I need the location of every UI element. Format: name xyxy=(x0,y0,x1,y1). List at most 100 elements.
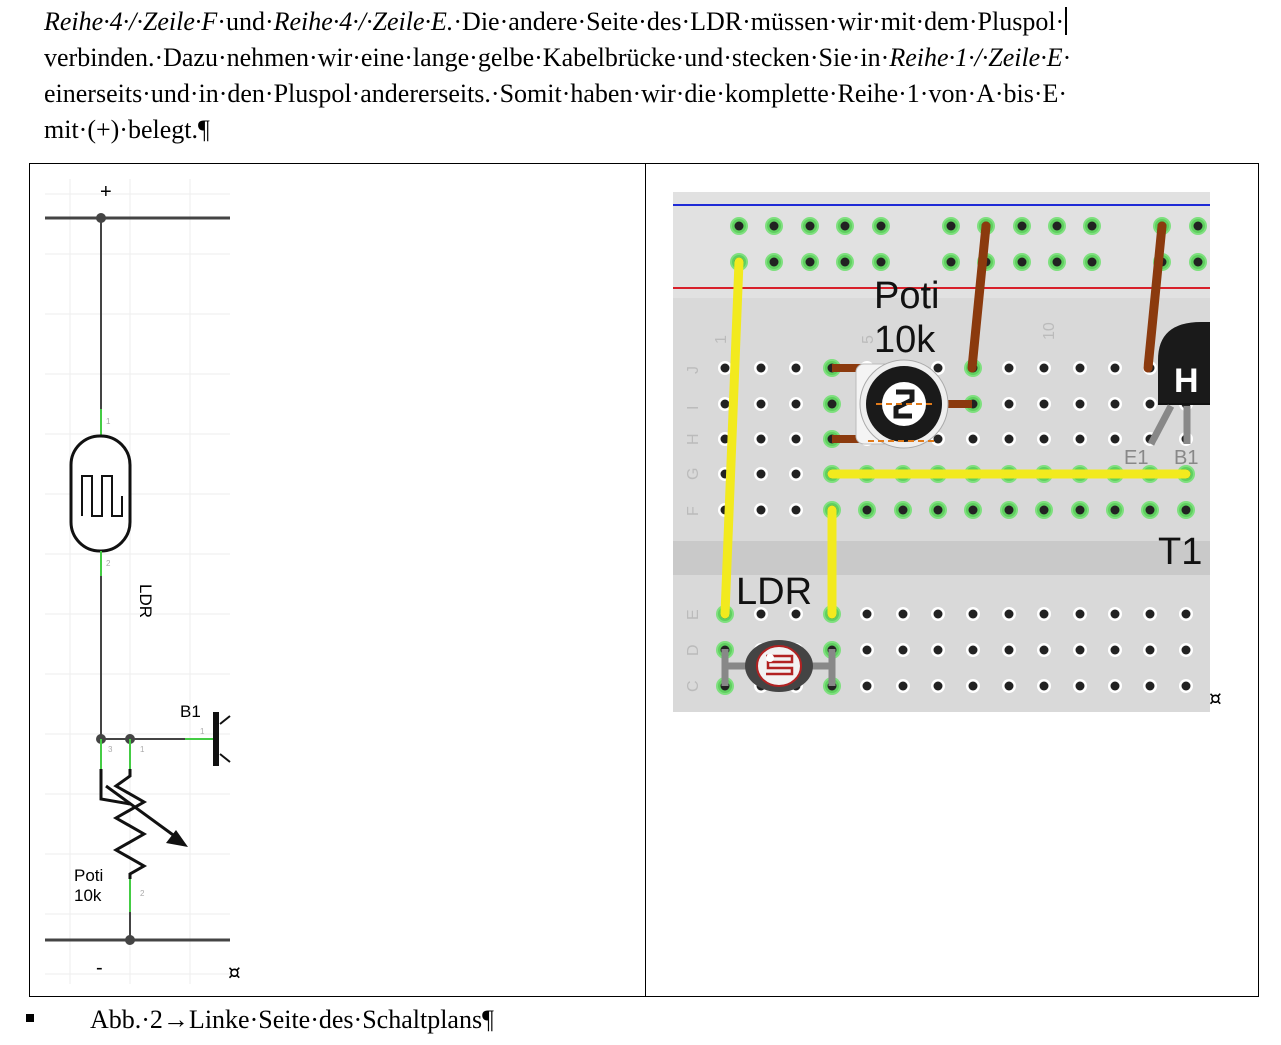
base-pin-number: 1 xyxy=(200,727,205,736)
ldr-pin-2-number: 2 xyxy=(106,559,111,568)
hole xyxy=(933,434,943,444)
ldr-label: LDR xyxy=(136,584,155,618)
hole xyxy=(1004,645,1014,655)
hole xyxy=(756,363,766,373)
hole xyxy=(862,609,872,619)
hole xyxy=(1017,257,1027,267)
minus-label: - xyxy=(96,957,103,979)
hole xyxy=(756,505,766,515)
hole xyxy=(1039,363,1049,373)
brown-wire-transistor xyxy=(1143,221,1167,373)
row-letter: I xyxy=(685,406,702,410)
hole xyxy=(898,609,908,619)
hole xyxy=(791,434,801,444)
hole xyxy=(898,681,908,691)
hole xyxy=(1110,434,1120,444)
row-letter: F xyxy=(685,506,702,516)
hole xyxy=(1110,609,1120,619)
hole xyxy=(1039,399,1049,409)
e1-label: E1 xyxy=(1124,447,1148,469)
hole xyxy=(933,681,943,691)
hole xyxy=(756,399,766,409)
row-letter: H xyxy=(685,433,702,445)
caption-text: Abb.·2→Linke·Seite·des·Schaltplans¶ xyxy=(90,1005,494,1034)
hole xyxy=(1181,645,1191,655)
hole xyxy=(756,434,766,444)
paragraph-run: · xyxy=(1062,43,1072,72)
hole xyxy=(946,257,956,267)
hole xyxy=(1110,399,1120,409)
b1-label: B1 xyxy=(180,702,201,721)
cell-end-mark-right: ¤ xyxy=(1209,686,1222,710)
hole xyxy=(769,221,779,231)
bb-ldr-label: LDR xyxy=(736,571,812,613)
row-letter: D xyxy=(685,644,702,656)
transistor-lead-up xyxy=(219,715,231,725)
hole xyxy=(1110,363,1120,373)
paragraph-run: Reihe·1·/·Zeile·E xyxy=(889,43,1063,72)
t1-label: T1 xyxy=(1158,531,1202,573)
hole xyxy=(933,505,943,515)
hole xyxy=(791,505,801,515)
paragraph-line-3: einerseits·und·in·den·Pluspol·anderersei… xyxy=(44,76,1254,112)
hole xyxy=(1052,221,1062,231)
row-letter: C xyxy=(685,680,702,692)
paragraph-run: mit·(+)·belegt.¶ xyxy=(44,115,210,144)
hole xyxy=(756,469,766,479)
hole xyxy=(1004,609,1014,619)
hole xyxy=(1004,505,1014,515)
transistor-lead-down xyxy=(219,753,231,763)
transistor-marking: H xyxy=(1174,362,1199,400)
column-number-1: 1 xyxy=(713,335,730,344)
hole xyxy=(1075,609,1085,619)
hole xyxy=(1145,609,1155,619)
hole xyxy=(840,257,850,267)
bb-poti-label-1: Poti xyxy=(874,275,939,317)
row-letter: J xyxy=(685,366,702,374)
paragraph-line-1: Reihe·4·/·Zeile·F·und·Reihe·4·/·Zeile·E.… xyxy=(44,4,1254,40)
paragraph-line-4: mit·(+)·belegt.¶ xyxy=(44,112,1254,148)
hole xyxy=(968,434,978,444)
hole xyxy=(1145,681,1155,691)
hole xyxy=(1075,434,1085,444)
hole xyxy=(1145,505,1155,515)
hole xyxy=(862,645,872,655)
hole xyxy=(1039,645,1049,655)
column-number-5: 5 xyxy=(860,335,877,344)
hole xyxy=(756,609,766,619)
hole xyxy=(791,399,801,409)
hole xyxy=(1181,609,1191,619)
hole xyxy=(1039,609,1049,619)
schematic-diagram: + 1 2 LDR B1 1 3 1 xyxy=(45,179,231,984)
yellow-wire-long xyxy=(720,257,744,619)
hole xyxy=(1017,221,1027,231)
transistor-component: H xyxy=(1147,322,1210,446)
power-rail-strip xyxy=(673,192,1210,298)
paragraph-run: verbinden.·Dazu·nehmen·wir·eine·lange·ge… xyxy=(44,43,890,72)
poti-pin-3-number: 3 xyxy=(108,745,113,754)
paragraph-run: Reihe·4·/·Zeile·F xyxy=(44,7,218,36)
brown-wire-poti xyxy=(967,221,991,373)
row-letter: G xyxy=(685,468,702,480)
hole xyxy=(1075,645,1085,655)
bb-b1-label: B1 xyxy=(1174,447,1198,469)
hole xyxy=(1004,434,1014,444)
plus-label: + xyxy=(100,181,112,203)
hole xyxy=(1075,681,1085,691)
hole xyxy=(862,681,872,691)
hole xyxy=(933,609,943,619)
hole xyxy=(876,257,886,267)
paragraph-run: Reihe·4·/·Zeile·E. xyxy=(273,7,454,36)
hole xyxy=(840,221,850,231)
hole xyxy=(876,221,886,231)
body-paragraph: Reihe·4·/·Zeile·F·und·Reihe·4·/·Zeile·E.… xyxy=(44,4,1254,148)
hole xyxy=(1052,257,1062,267)
hole xyxy=(1004,681,1014,691)
hole xyxy=(1110,645,1120,655)
hole xyxy=(968,645,978,655)
poti-label-2: 10k xyxy=(74,886,102,905)
hole xyxy=(1075,399,1085,409)
potentiometer-component xyxy=(855,359,949,449)
hole xyxy=(720,363,730,373)
